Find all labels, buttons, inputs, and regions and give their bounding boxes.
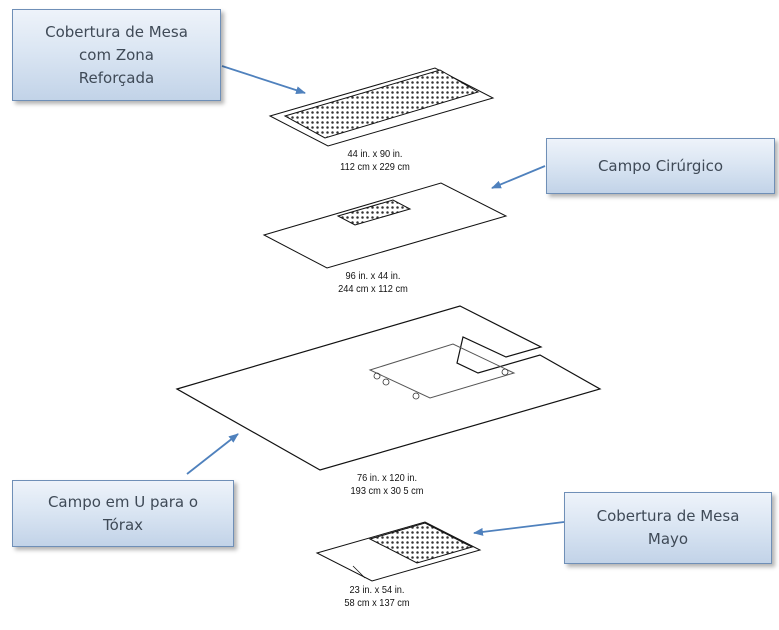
dimension-cm: 112 cm x 229 cm [340,161,410,173]
arrow-u-field [186,433,239,475]
tab-marker [412,392,420,400]
surgical-field-window [336,199,412,226]
callout-line: Campo em U para o [47,492,199,511]
callout-table-cover: Cobertura de Mesa com Zona Reforçada [12,9,221,101]
dimension-table-cover: 44 in. x 90 in. 112 cm x 229 cm [327,148,424,174]
dimension-u-field: 76 in. x 120 in. 193 cm x 30 5 cm [339,472,436,498]
dimension-surgical-field: 96 in. x 44 in. 244 cm x 112 cm [325,270,422,296]
arrow-table-cover [221,65,306,95]
callout-line: Tórax [102,515,144,534]
u-field-drape [175,305,602,471]
fold-line [352,565,366,579]
dimension-inches: 96 in. x 44 in. [345,270,401,282]
callout-mayo-cover: Cobertura de Mesa Mayo [564,492,772,564]
dimension-inches: 44 in. x 90 in. [347,148,403,160]
mayo-cover-drape [315,521,482,582]
callout-line: Campo Cirúrgico [597,156,724,175]
arrow-surgical-field [491,165,546,189]
arrow-mayo-cover [473,521,565,536]
table-cover-drape [268,67,495,147]
tab-marker [501,368,509,376]
reinforced-zone [283,69,480,139]
dimension-inches: 23 in. x 54 in. [349,584,405,596]
mayo-reinforced-zone [368,522,474,564]
callout-line: Cobertura de Mesa [596,507,740,525]
callout-line: Mayo [647,530,689,548]
dimension-cm: 193 cm x 30 5 cm [350,485,424,497]
callout-line: Reforçada [78,68,155,87]
surgical-field-drape [262,182,508,269]
dimension-cm: 244 cm x 112 cm [338,283,408,295]
callout-line: com Zona [79,45,154,64]
u-field-window [368,343,516,399]
dimension-inches: 76 in. x 120 in. [356,472,418,484]
callout-u-field: Campo em U para o Tórax [12,480,234,547]
callout-line: Cobertura de Mesa [45,22,188,41]
tab-marker [382,378,390,386]
dimension-cm: 58 cm x 137 cm [344,597,410,609]
tab-marker [373,372,381,380]
dimension-mayo-cover: 23 in. x 54 in. 58 cm x 137 cm [329,584,426,610]
callout-surgical-field: Campo Cirúrgico [546,138,775,194]
